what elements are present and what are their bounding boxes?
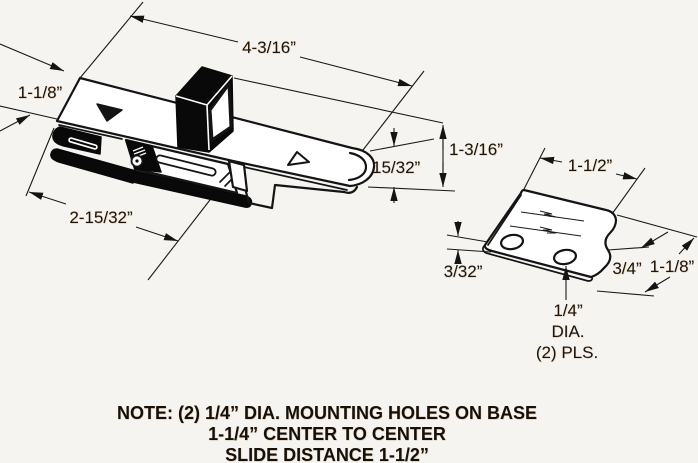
base-step-contour bbox=[244, 183, 346, 210]
ext-line-keeper-left bbox=[522, 147, 546, 192]
dimension-lines bbox=[0, 1, 698, 297]
dim-line-keeper-width-a bbox=[539, 156, 563, 165]
slider-slot-inner bbox=[157, 156, 215, 175]
plate-thickness-right bbox=[234, 164, 348, 191]
dim-overall-width-label: 4-3/16” bbox=[242, 38, 296, 57]
hole-dia-word-label: DIA. bbox=[551, 322, 584, 341]
hook-end-inner bbox=[347, 151, 368, 182]
note-line-1: NOTE: (2) 1/4” DIA. MOUNTING HOLES ON BA… bbox=[117, 403, 537, 423]
right-direction-triangle bbox=[287, 151, 310, 166]
keeper-hole-right bbox=[552, 248, 578, 266]
ext-line-knob-top bbox=[233, 77, 444, 124]
left-direction-triangle bbox=[96, 103, 123, 122]
spring-slot-core bbox=[69, 138, 97, 149]
dim-slide-length-label: 2-15/32” bbox=[69, 208, 133, 227]
slider-end-mark bbox=[219, 171, 231, 183]
ext-line-slide-right bbox=[147, 195, 214, 281]
dim-line-overall-width-a bbox=[129, 15, 239, 43]
dim-arrow-plate-depth-top bbox=[0, 43, 65, 72]
keeper-plate-left-rim bbox=[487, 194, 522, 246]
note-line-3: SLIDE DISTANCE 1-1/2” bbox=[225, 445, 429, 463]
ext-line-keeper-bottom bbox=[596, 290, 655, 297]
note-line-2: 1-1/4” CENTER TO CENTER bbox=[208, 424, 446, 444]
slider-plate-dark-end bbox=[125, 139, 162, 173]
ext-line-keeper-right bbox=[611, 167, 646, 215]
dim-keeper-thickness-label: 3/32” bbox=[444, 262, 483, 281]
dimension-labels: 4-3/16” 1-1/8” 1-3/16” 15/32” 2-15/32” 1… bbox=[18, 38, 695, 362]
hook-underside bbox=[342, 185, 359, 194]
slider-screw-center bbox=[135, 159, 139, 163]
knob-corner-highlight bbox=[206, 104, 210, 151]
keeper-hole-left bbox=[499, 233, 525, 251]
dim-plate-depth-label: 1-1/8” bbox=[18, 83, 63, 102]
dim-line-slide-b bbox=[135, 226, 179, 242]
hole-dia-size-label: 1/4” bbox=[553, 301, 583, 320]
dim-arrow-keeper-height-top bbox=[678, 237, 695, 255]
ext-line-thickness-top bbox=[446, 234, 489, 243]
hole-dia-places-label: (2) PLS. bbox=[536, 343, 598, 362]
keeper-shade-scribble-1 bbox=[539, 210, 557, 218]
dim-keeper-height-label: 1-1/8” bbox=[650, 257, 695, 276]
plate-thickness-left bbox=[58, 124, 123, 140]
keeper-plate-rim bbox=[482, 245, 594, 282]
ext-line-hook-bottom bbox=[367, 186, 456, 192]
dim-hole-offset-label: 3/4” bbox=[612, 259, 642, 278]
keeper-shade-scribble-2 bbox=[539, 226, 557, 234]
dim-line-slide-a bbox=[28, 191, 67, 205]
latch-body bbox=[50, 66, 376, 210]
ext-line-top-left bbox=[79, 1, 144, 79]
dim-line-overall-width-b bbox=[299, 56, 413, 87]
dim-arrow-hole-offset-top bbox=[640, 231, 669, 249]
ext-line-front-left bbox=[0, 105, 58, 120]
ext-line-top-right bbox=[362, 70, 425, 151]
keeper-plate bbox=[482, 188, 618, 282]
knob-front-face bbox=[208, 82, 233, 142]
spring-coil-line bbox=[132, 146, 144, 152]
ext-line-hook-top bbox=[369, 138, 435, 152]
support-tab bbox=[227, 159, 249, 193]
dim-arrow-hole-offset-bottom bbox=[644, 276, 671, 293]
ext-line-keeper-corner bbox=[616, 214, 698, 238]
dim-arrow-plate-depth-bottom bbox=[0, 114, 31, 132]
dim-keeper-width-label: 1-1/2” bbox=[568, 156, 613, 175]
base-band-left bbox=[50, 148, 137, 184]
ext-line-slide-left bbox=[25, 127, 55, 197]
note-text: NOTE: (2) 1/4” DIA. MOUNTING HOLES ON BA… bbox=[117, 403, 537, 463]
dim-overall-height-label: 1-3/16” bbox=[449, 140, 503, 159]
dim-line-keeper-width-b bbox=[615, 172, 638, 180]
dim-hook-height-label: 15/32” bbox=[372, 158, 421, 177]
spring-coil-line bbox=[133, 149, 146, 155]
